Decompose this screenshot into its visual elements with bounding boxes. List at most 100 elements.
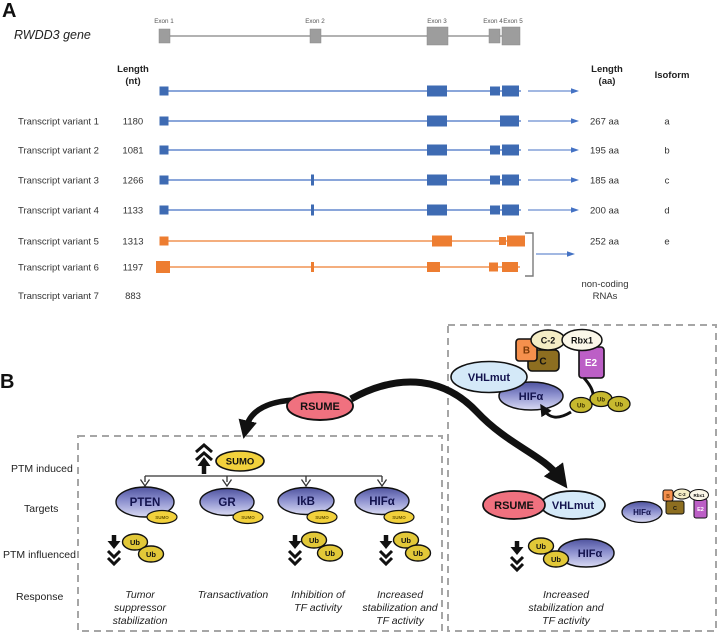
- isoform-letter: b: [664, 146, 669, 157]
- sumo-up-arrow: [195, 443, 213, 474]
- ub-label: Ub: [536, 542, 546, 551]
- ub-label: Ub: [551, 555, 561, 564]
- aa-length: 200 aa: [590, 206, 620, 217]
- hifa-label-top: HIFα: [519, 391, 544, 403]
- ub-ellipse: [392, 531, 420, 549]
- transcript-row-4: Transcript variant 4 1133 200 aa d: [18, 204, 670, 217]
- nt-length: 1197: [123, 263, 143, 274]
- ub-label: Ub: [413, 549, 423, 558]
- exon-block: [159, 116, 169, 126]
- exon-3-box: [426, 26, 449, 46]
- transcript-row-1: Transcript variant 1 1180 267 aa a: [18, 115, 670, 128]
- aa-length: 252 aa: [590, 237, 620, 248]
- panel-a-label: A: [2, 0, 16, 22]
- transcript-row-7: Transcript variant 7 883: [18, 291, 141, 302]
- hifa-ellipse-small: [621, 500, 663, 524]
- down-chevron: [378, 549, 394, 560]
- exon-block: [159, 175, 169, 185]
- aa-length: 267 aa: [590, 117, 620, 128]
- exon-block: [159, 86, 169, 96]
- hifa-target-label: HIFα: [369, 496, 395, 508]
- down-chevron: [106, 549, 122, 560]
- nt-length: 1180: [123, 117, 143, 128]
- sumo-tag-label: SUMO: [155, 515, 169, 520]
- vhl-complex: B C E2 C-2 Rbx1 VHLmut HIFα Ub Ub Ub: [450, 328, 631, 419]
- response-right-1: Increased: [543, 589, 590, 601]
- ptm-influenced-pten: Ub Ub: [106, 533, 165, 567]
- ub-ellipse: [316, 544, 344, 562]
- down-arrowhead: [379, 541, 393, 549]
- exon-block: [427, 115, 447, 127]
- poly-a-arrowhead: [571, 88, 579, 94]
- exon-2-label: Exon 2: [305, 18, 325, 25]
- exon-5-label: Exon 5: [503, 18, 523, 25]
- isoform-letter: a: [664, 117, 670, 128]
- gene-name: RWDD3 gene: [14, 28, 91, 42]
- ub-ellipse: [569, 396, 593, 414]
- ub-label: Ub: [325, 549, 335, 558]
- down-chevron: [509, 562, 525, 573]
- mini-b-box: [662, 489, 674, 502]
- vhlmut-label-bottom: VHLmut: [552, 500, 595, 512]
- ptm-influenced-right: HIFα Ub Ub: [509, 537, 615, 573]
- exon-block: [502, 85, 519, 97]
- isoform-header: Isoform: [655, 70, 690, 81]
- vhl-pathway-dashed-box: [447, 324, 717, 632]
- noncoding-label-1: non-coding: [581, 279, 628, 290]
- ptm-influenced-ikb: Ub Ub: [287, 531, 344, 567]
- sumo-tag-label: SUMO: [315, 515, 329, 520]
- exon-block: [490, 145, 500, 155]
- exon-tick: [311, 262, 314, 272]
- exon-5-box: [501, 26, 521, 46]
- pten-ellipse: [115, 486, 175, 518]
- cullin2-label: C-2: [541, 336, 556, 346]
- nt-length: 1081: [122, 146, 143, 157]
- response-hifa-1: Increased: [377, 589, 424, 601]
- exon-1-box: [158, 28, 171, 44]
- pten-label: PTEN: [130, 497, 161, 509]
- response-ikb-2: TF activity: [294, 602, 342, 614]
- row-label-ptm-induced: PTM induced: [11, 463, 73, 475]
- response-hifa-2: stabilization and: [362, 602, 438, 614]
- ub-ellipse: [121, 533, 149, 551]
- exon-block: [500, 115, 519, 127]
- response-pten-2: suppressor: [114, 602, 166, 614]
- exon-block: [427, 174, 447, 186]
- exon-block: [427, 85, 447, 97]
- up-chevron: [195, 443, 213, 454]
- hifa-target-ellipse: [354, 486, 410, 516]
- gr-ellipse: [199, 487, 255, 517]
- down-chevron: [378, 556, 394, 567]
- column-headers: Length (nt) Length (aa) Isoform: [117, 64, 689, 87]
- response-right-2: stabilization and: [528, 602, 604, 614]
- ub-chain: Ub Ub Ub: [569, 390, 631, 414]
- exon-block: [490, 86, 500, 96]
- mini-rbx1-label: Rbx1: [693, 493, 705, 498]
- transcript-row-2: Transcript variant 2 1081 195 aa b: [18, 144, 670, 157]
- rsume-label-bottom: RSUME: [494, 500, 534, 512]
- ikb-label: IkB: [297, 496, 315, 508]
- elongin-b-label: B: [523, 346, 530, 357]
- response-gr: Transactivation: [198, 589, 269, 601]
- exon-block: [502, 262, 518, 272]
- variant-label: Transcript variant 2: [18, 146, 99, 157]
- exon-1-label: Exon 1: [154, 18, 174, 25]
- exon-4-label: Exon 4: [483, 18, 503, 25]
- exon-4-box: [488, 28, 501, 44]
- ikb-ellipse: [277, 486, 335, 516]
- row-label-ptm-influenced: PTM influenced: [3, 549, 76, 561]
- ub-ellipse: [300, 531, 328, 549]
- open-arrowhead: [376, 479, 388, 488]
- rsume-ellipse-bottom: [482, 490, 546, 520]
- sumo-tag: [232, 509, 264, 525]
- mini-c2-label: C-2: [678, 492, 686, 497]
- ub-ellipse: [137, 545, 165, 563]
- ub-ellipse: [527, 537, 555, 555]
- panel-b: B PTM induced Targets PTM influenced Res…: [0, 324, 717, 632]
- response-pten-3: stabilization: [113, 615, 168, 627]
- sumo-targets: PTEN GR IkB HIFα SUMO SUMO SUMO SUMO: [115, 486, 415, 525]
- poly-a-arrowhead: [571, 177, 579, 183]
- isoform-letter: e: [664, 237, 669, 248]
